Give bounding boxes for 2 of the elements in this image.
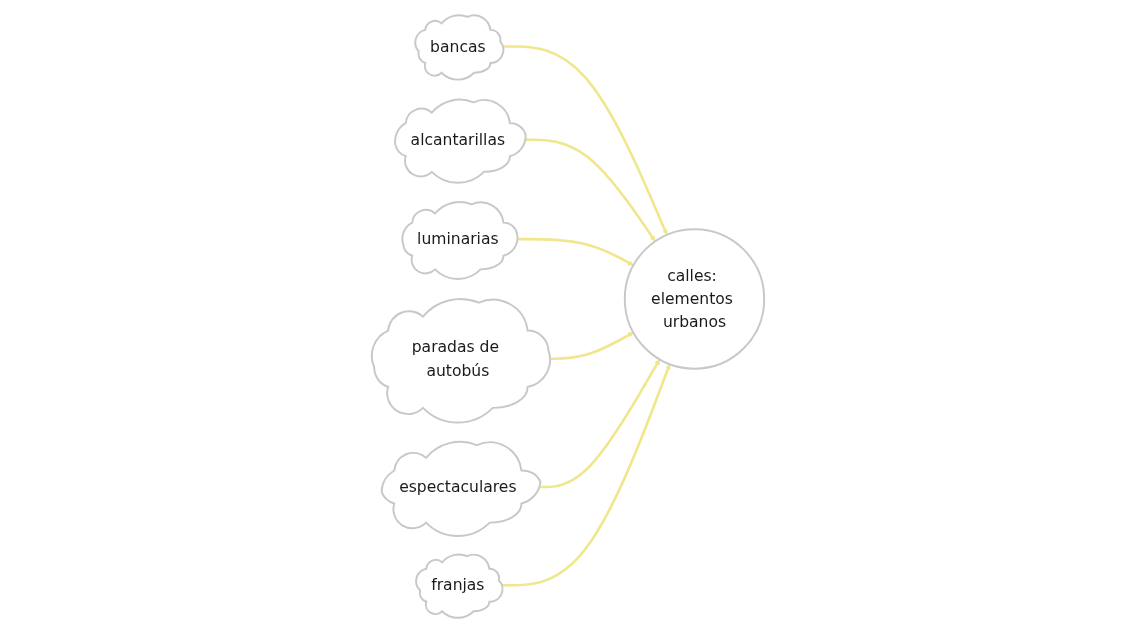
node-circle: calles: elementos urbanos — [623, 228, 766, 370]
arrow — [501, 363, 671, 587]
